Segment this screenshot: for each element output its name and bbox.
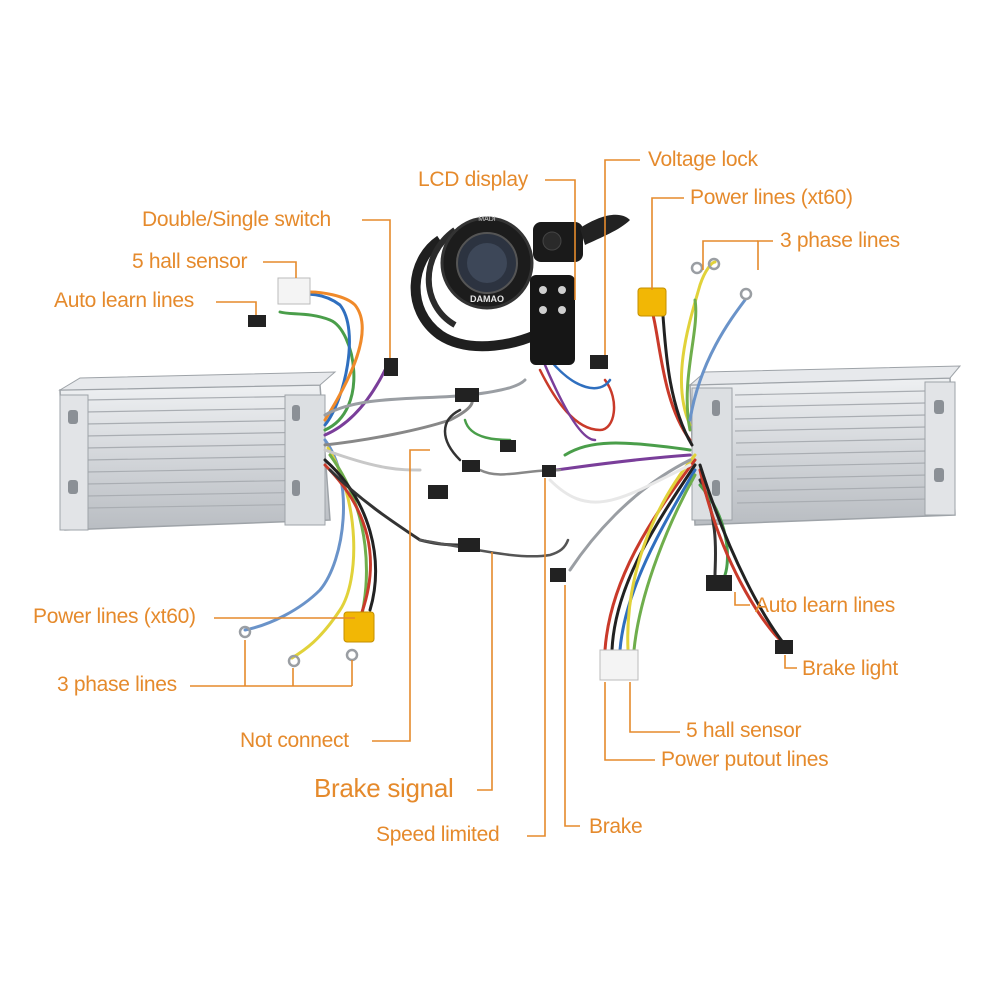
ring-terminal-4 (707, 257, 721, 271)
center-connector-4 (428, 485, 448, 499)
label-power-lines-right: Power lines (xt60) (690, 186, 853, 209)
center-connector-6 (542, 465, 556, 477)
label-brake-signal: Brake signal (314, 773, 454, 803)
ring-terminal-6 (690, 261, 704, 275)
label-speed-limited: Speed limited (376, 823, 500, 846)
label-double-single-switch: Double/Single switch (142, 208, 331, 231)
hall-connector-left (277, 277, 311, 305)
center-connector-3 (462, 460, 480, 472)
label-power-lines-left: Power lines (xt60) (33, 605, 196, 628)
xt60-connector-right (637, 287, 667, 317)
label-5-hall-sensor-left: 5 hall sensor (132, 250, 248, 273)
auto-learn-connector-left (248, 315, 266, 327)
button-pad (530, 275, 575, 365)
center-wires (418, 358, 616, 558)
connectors (238, 257, 793, 681)
brake-light-connector (775, 640, 793, 654)
auto-learn-connector-right (706, 575, 732, 591)
pad-button-icon (539, 306, 547, 314)
center-connector-7 (550, 568, 566, 582)
label-not-connect: Not connect (240, 729, 349, 752)
voltage-lock-connector (590, 355, 608, 369)
display-top-text: MADI (478, 216, 496, 223)
label-5-hall-sensor-right: 5 hall sensor (686, 719, 802, 742)
leader-lines (190, 159, 797, 837)
right-wires (548, 260, 787, 652)
lcd-display-unit: MADI DAMAO (410, 214, 630, 365)
ring-terminal-1 (238, 625, 252, 639)
label-auto-learn-left: Auto learn lines (54, 289, 194, 312)
label-lcd-display: LCD display (418, 168, 528, 191)
center-connector-1 (455, 388, 479, 402)
pad-button-icon (558, 286, 566, 294)
hall-connector-right (599, 649, 639, 681)
right-controller (688, 365, 962, 526)
display-glass (467, 243, 507, 283)
center-connector-2 (500, 440, 516, 452)
switch-connector (384, 358, 398, 376)
label-3-phase-left: 3 phase lines (57, 673, 177, 696)
label-power-output: Power putout lines (661, 748, 829, 771)
ring-terminal-2 (287, 654, 301, 668)
label-brake: Brake (589, 815, 643, 838)
label-voltage-lock: Voltage lock (648, 148, 758, 171)
pad-button-icon (558, 306, 566, 314)
xt60-connector-left (343, 611, 375, 643)
label-3-phase-right: 3 phase lines (780, 229, 900, 252)
power-button-icon (542, 231, 562, 251)
display-brand: DAMAO (470, 294, 504, 304)
pad-button-icon (539, 286, 547, 294)
left-controller (58, 371, 337, 531)
center-connector-5 (458, 538, 480, 552)
label-brake-light: Brake light (802, 657, 898, 680)
ring-terminal-5 (739, 287, 753, 301)
label-auto-learn-right: Auto learn lines (755, 594, 895, 617)
ring-terminal-3 (345, 648, 359, 662)
